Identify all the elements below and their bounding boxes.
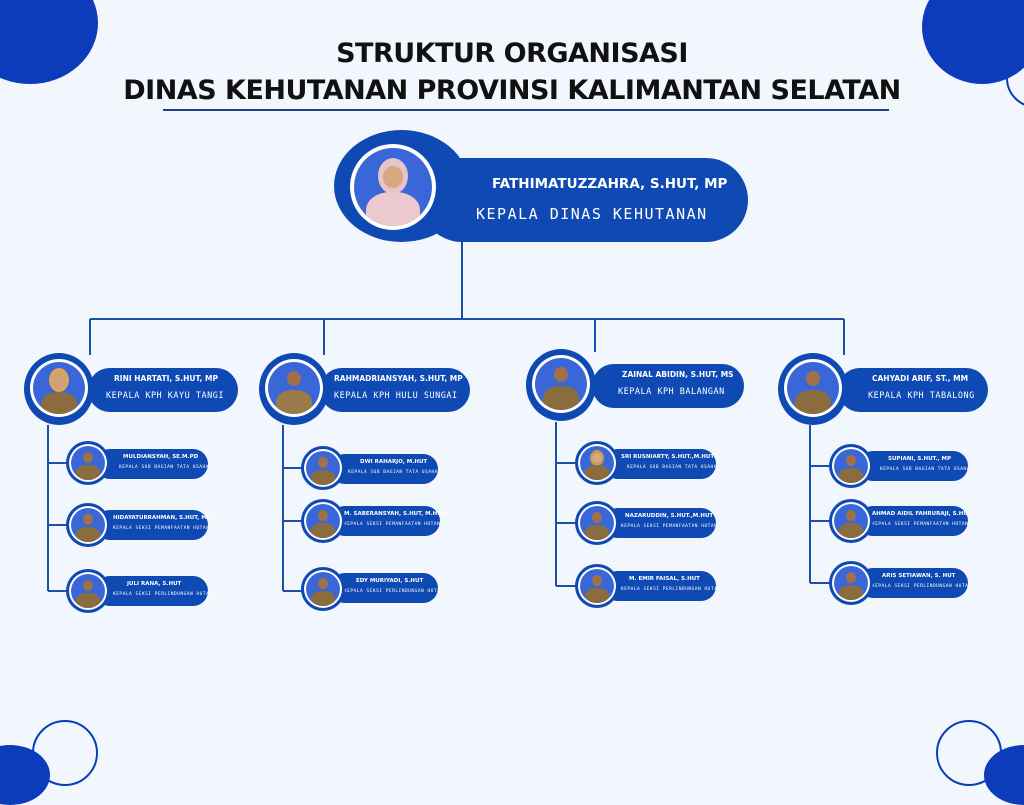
staff-pill-2-2: M. SABERANSYAH, S.HUT, M.HUT KEPALA SEKS… xyxy=(330,506,446,536)
staff-pill-4-3: ARIS SETIAWAN, S. HUT KEPALA SEKSI PERLI… xyxy=(858,568,971,598)
branch-photo-frame-1 xyxy=(24,353,94,425)
branch-pill-4: CAHYADI ARIF, ST., MM KEPALA KPH TABALON… xyxy=(838,368,988,412)
staff-photo-4-1 xyxy=(834,449,868,483)
staff-photo-4-2 xyxy=(834,504,868,538)
head-photo xyxy=(354,148,432,226)
staff-photo-frame-4-2 xyxy=(829,499,873,543)
staff-pill-3-1: SRI RUSNIARTY, S.HUT.,M.HUT KEPALA SUB B… xyxy=(603,449,716,479)
staff-photo-frame-1-2 xyxy=(66,503,110,547)
staff-role-4-3: KEPALA SEKSI PERLINDUNGAN HUTAN xyxy=(872,584,972,589)
staff-photo-1-1 xyxy=(71,446,105,480)
branch-photo-1 xyxy=(33,362,85,414)
staff-name-2-1: DWI RAHARJO, M.HUT xyxy=(360,459,428,465)
branch-pill-3: ZAINAL ABIDIN, S.HUT, MS KEPALA KPH BALA… xyxy=(592,364,744,408)
staff-pill-2-3: EDY MURIYADI, S.HUT KEPALA SEKSI PERLIND… xyxy=(330,573,443,603)
branch-name-1: RINI HARTATI, S.HUT, MP xyxy=(114,374,218,383)
staff-pill-1-2: HIDAYATURRAHMAN, S.HUT, MP KEPALA SEKSI … xyxy=(95,510,211,540)
staff-photo-frame-3-2 xyxy=(575,501,619,545)
staff-role-3-1: KEPALA SUB BAGIAN TATA USAHA xyxy=(627,465,717,470)
branch-role-1: KEPALA KPH KAYU TANGI xyxy=(106,391,224,401)
head-pill: FATHIMATUZZAHRA, S.HUT, MP KEPALA DINAS … xyxy=(420,158,748,242)
branch-role-2: KEPALA KPH HULU SUNGAI xyxy=(334,391,458,401)
head-photo-body xyxy=(366,192,420,226)
staff-photo-frame-2-1 xyxy=(301,446,345,490)
staff-photo-1-3 xyxy=(71,574,105,608)
staff-name-3-3: M. EMIR FAISAL, S.HUT xyxy=(629,576,700,582)
staff-photo-frame-4-1 xyxy=(829,444,873,488)
head-name: FATHIMATUZZAHRA, S.HUT, MP xyxy=(492,176,728,192)
staff-role-3-2: KEPALA SEKSI PEMANFAATAN HUTAN xyxy=(621,524,718,529)
branch-photo-frame-3 xyxy=(526,349,596,421)
staff-photo-2-3 xyxy=(306,572,340,606)
staff-role-4-2: KEPALA SEKSI PEMANFAATAN HUTAN xyxy=(872,522,969,527)
staff-name-4-3: ARIS SETIAWAN, S. HUT xyxy=(882,573,956,579)
staff-photo-frame-4-3 xyxy=(829,561,873,605)
chart-title-line1: STRUKTUR ORGANISASI xyxy=(336,38,688,69)
staff-name-2-2: M. SABERANSYAH, S.HUT, M.HUT xyxy=(344,511,446,517)
staff-name-3-1: SRI RUSNIARTY, S.HUT.,M.HUT xyxy=(621,454,715,460)
head-photo-face xyxy=(383,166,403,188)
branch-photo-4 xyxy=(787,362,839,414)
title-underline xyxy=(163,109,889,111)
staff-photo-frame-3-3 xyxy=(575,564,619,608)
head-photo-frame xyxy=(334,130,469,242)
staff-role-2-2: KEPALA SEKSI PEMANFAATAN HUTAN xyxy=(344,522,441,527)
chart-title-line2: DINAS KEHUTANAN PROVINSI KALIMANTAN SELA… xyxy=(123,75,901,106)
staff-role-3-3: KEPALA SEKSI PERLINDUNGAN HUTAN xyxy=(621,587,721,592)
staff-pill-1-1: MULDIANSYAH, SE.M.PD KEPALA SUB BAGIAN T… xyxy=(95,449,208,479)
staff-pill-1-3: JULI RANA, S.HUT KEPALA SEKSI PERLINDUNG… xyxy=(95,576,212,606)
staff-name-2-3: EDY MURIYADI, S.HUT xyxy=(356,578,424,584)
staff-photo-frame-1-3 xyxy=(66,569,110,613)
staff-pill-3-3: M. EMIR FAISAL, S.HUT KEPALA SEKSI PERLI… xyxy=(603,571,720,601)
branch-photo-frame-2 xyxy=(259,353,329,425)
branch-photo-frame-4 xyxy=(778,353,848,425)
staff-photo-1-2 xyxy=(71,508,105,542)
staff-photo-3-2 xyxy=(580,506,614,540)
staff-pill-4-2: AHMAD AIDIL FAHRURAJI, S.HUT KEPALA SEKS… xyxy=(858,506,972,536)
staff-photo-3-3 xyxy=(580,569,614,603)
staff-name-1-1: MULDIANSYAH, SE.M.PD xyxy=(123,454,199,460)
staff-name-4-2: AHMAD AIDIL FAHRURAJI, S.HUT xyxy=(872,511,972,517)
staff-role-1-1: KEPALA SUB BAGIAN TATA USAHA xyxy=(119,465,209,470)
branch-role-3: KEPALA KPH BALANGAN xyxy=(618,387,725,397)
staff-photo-2-2 xyxy=(306,504,340,538)
branch-pill-2: RAHMADRIANSYAH, S.HUT, MP KEPALA KPH HUL… xyxy=(320,368,470,412)
staff-photo-frame-3-1 xyxy=(575,441,619,485)
staff-name-4-1: SUPIANI, S.HUT., MP xyxy=(888,456,952,462)
staff-pill-3-2: NAZARUDDIN, S.HUT.,M.HUT KEPALA SEKSI PE… xyxy=(603,508,718,538)
branch-photo-2 xyxy=(268,362,320,414)
branch-photo-3 xyxy=(535,358,587,410)
staff-photo-frame-2-2 xyxy=(301,499,345,543)
branch-pill-1: RINI HARTATI, S.HUT, MP KEPALA KPH KAYU … xyxy=(88,368,238,412)
branch-name-2: RAHMADRIANSYAH, S.HUT, MP xyxy=(334,374,463,383)
staff-photo-3-1 xyxy=(580,446,614,480)
staff-pill-2-1: DWI RAHARJO, M.HUT KEPALA SUB BAGIAN TAT… xyxy=(330,454,438,484)
branch-name-3: ZAINAL ABIDIN, S.HUT, MS xyxy=(622,370,734,379)
head-role: KEPALA DINAS KEHUTANAN xyxy=(476,205,708,223)
staff-photo-2-1 xyxy=(306,451,340,485)
staff-role-2-3: KEPALA SEKSI PERLINDUNGAN HUTAN xyxy=(344,589,444,594)
staff-name-1-2: HIDAYATURRAHMAN, S.HUT, MP xyxy=(113,515,211,521)
connector-lines xyxy=(47,242,845,592)
staff-photo-frame-2-3 xyxy=(301,567,345,611)
staff-role-2-1: KEPALA SUB BAGIAN TATA USAHA xyxy=(348,470,438,475)
staff-photo-4-3 xyxy=(834,566,868,600)
staff-pill-4-1: SUPIANI, S.HUT., MP KEPALA SUB BAGIAN TA… xyxy=(858,451,970,481)
branch-name-4: CAHYADI ARIF, ST., MM xyxy=(872,374,969,383)
staff-role-4-1: KEPALA SUB BAGIAN TATA USAHA xyxy=(880,467,970,472)
staff-photo-frame-1-1 xyxy=(66,441,110,485)
branch-role-4: KEPALA KPH TABALONG xyxy=(868,391,975,401)
staff-name-1-3: JULI RANA, S.HUT xyxy=(127,581,182,587)
staff-role-1-2: KEPALA SEKSI PEMANFAATAN HUTAN xyxy=(113,526,210,531)
staff-name-3-2: NAZARUDDIN, S.HUT.,M.HUT xyxy=(625,513,714,519)
staff-role-1-3: KEPALA SEKSI PERLINDUNGAN HUTAN xyxy=(113,592,213,597)
